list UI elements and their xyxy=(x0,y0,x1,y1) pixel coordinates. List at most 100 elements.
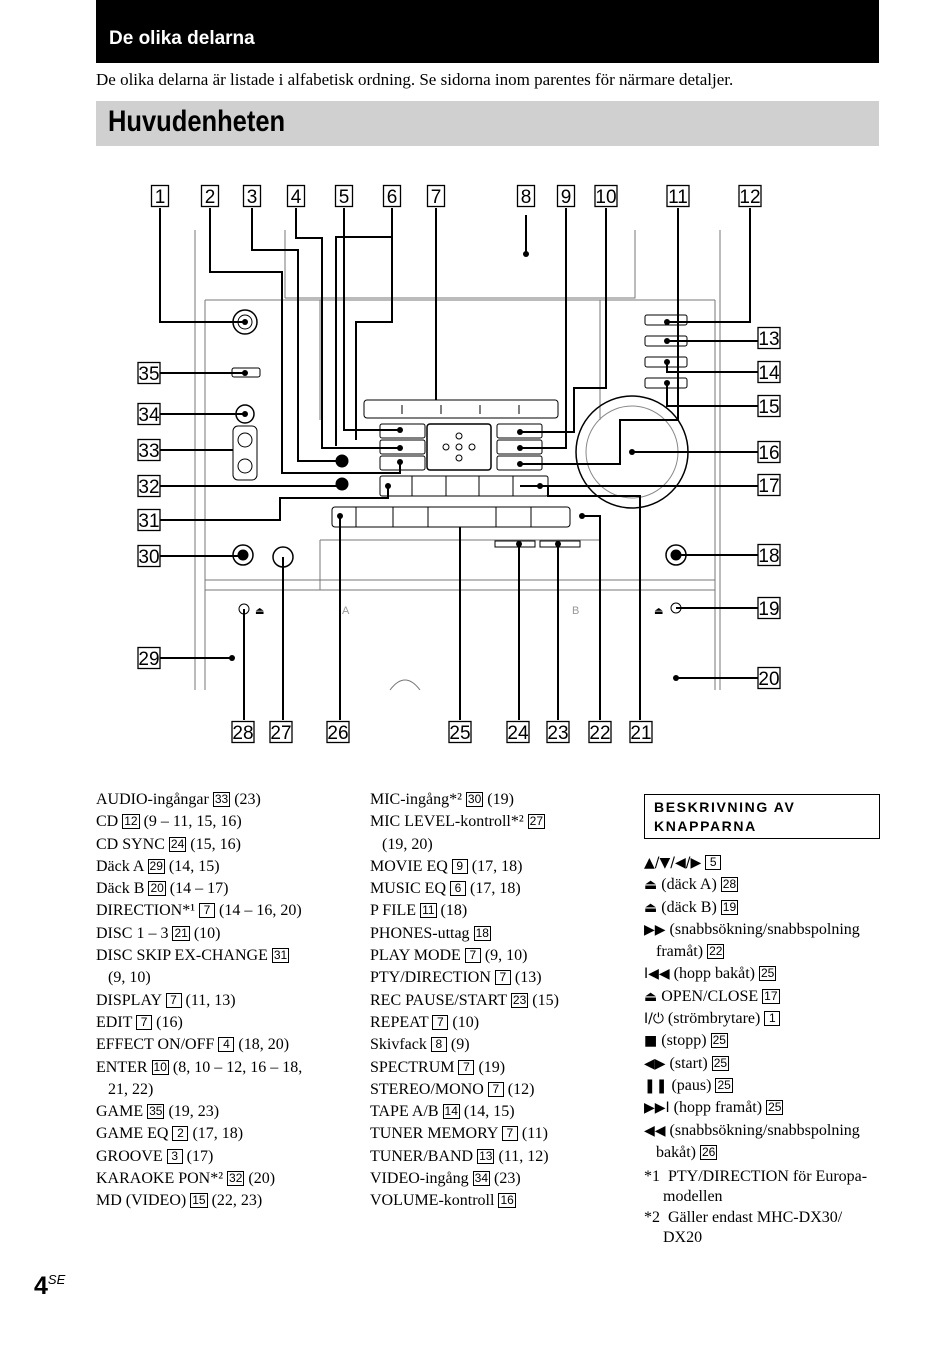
index-entry-continued: 21, 22) xyxy=(108,1080,154,1098)
svg-text:9: 9 xyxy=(561,187,572,208)
index-entry: CD 12 (9 – 11, 15, 16) xyxy=(96,813,242,831)
button-entry: ⏏ (däck B) 19 xyxy=(644,898,739,916)
svg-text:20: 20 xyxy=(758,669,779,690)
index-entry: Däck B 20 (14 – 17) xyxy=(96,880,229,898)
callout-17: 17 xyxy=(757,473,781,497)
index-entry: ENTER 10 (8, 10 – 12, 16 – 18, xyxy=(96,1058,303,1076)
index-entry: SPECTRUM 7 (19) xyxy=(370,1058,506,1076)
callout-10: 10 xyxy=(594,184,618,208)
button-symbol-icon: ▲/▼/◀/▶ xyxy=(644,855,702,871)
callout-27: 27 xyxy=(269,720,293,744)
callout-13: 13 xyxy=(757,326,781,350)
index-entry: TAPE A/B 14 (14, 15) xyxy=(370,1103,515,1121)
svg-text:23: 23 xyxy=(547,723,568,744)
deck-b-label: B xyxy=(572,605,579,617)
button-entry: ❚❚ (paus) 25 xyxy=(644,1076,733,1094)
svg-text:8: 8 xyxy=(521,187,532,208)
svg-text:21: 21 xyxy=(630,723,651,744)
subsection-title: Huvudenheten xyxy=(108,105,286,138)
svg-text:30: 30 xyxy=(138,547,159,568)
callout-4: 4 xyxy=(286,184,306,208)
callout-11: 11 xyxy=(666,184,690,208)
button-symbol-icon: ❚❚ xyxy=(644,1077,668,1094)
index-entry-continued: (19, 20) xyxy=(382,835,433,853)
svg-text:⏏: ⏏ xyxy=(255,606,264,617)
index-entry: TUNER MEMORY 7 (11) xyxy=(370,1125,548,1143)
button-entry-continued: framåt) 22 xyxy=(656,943,725,961)
callout-5: 5 xyxy=(334,184,354,208)
button-entry: I/⏻ (strömbrytare) 1 xyxy=(644,1008,884,1030)
index-entry: GAME EQ 2 (17, 18) xyxy=(96,1125,244,1143)
callout-16: 16 xyxy=(757,440,781,464)
callout-29: 29 xyxy=(137,646,161,670)
button-entry: ▶▶I (hopp framåt) 25 xyxy=(644,1099,784,1117)
callout-23: 23 xyxy=(546,720,570,744)
button-entry: ◀◀ (snabbsökning/snabbspolning xyxy=(644,1121,860,1139)
svg-text:11: 11 xyxy=(668,187,688,208)
button-entry: ▶▶ (snabbsökning/snabbspolning xyxy=(644,920,860,938)
index-entry: GAME 35 (19, 23) xyxy=(96,1103,220,1121)
svg-text:24: 24 xyxy=(507,723,529,744)
callout-20: 20 xyxy=(757,666,781,690)
svg-text:22: 22 xyxy=(589,723,610,744)
svg-text:2: 2 xyxy=(205,187,216,208)
svg-text:19: 19 xyxy=(758,599,779,620)
svg-text:15: 15 xyxy=(758,397,779,418)
buttons-box: BESKRIVNING AV KNAPPARNA xyxy=(644,794,880,839)
intro-text: De olika delarna är listade i alfabetisk… xyxy=(96,70,734,89)
callout-21: 21 xyxy=(629,720,653,744)
button-symbol-icon: I/⏻ xyxy=(644,1011,664,1028)
button-entry: ⏏ (däck A) 28 xyxy=(644,876,739,894)
svg-text:3: 3 xyxy=(247,187,258,208)
button-symbol-icon: ■ xyxy=(644,1033,658,1050)
buttons-box-title: BESKRIVNING AV KNAPPARNA xyxy=(654,799,796,834)
index-entry: MOVIE EQ 9 (17, 18) xyxy=(370,857,523,875)
button-symbol-icon: ⏏ xyxy=(644,877,658,894)
svg-text:6: 6 xyxy=(387,187,398,208)
index-entry: REC PAUSE/START 23 (15) xyxy=(370,991,559,1009)
svg-text:18: 18 xyxy=(758,546,779,567)
index-entry: AUDIO-ingångar 33 (23) xyxy=(96,791,261,808)
svg-text:28: 28 xyxy=(232,723,253,744)
button-symbol-icon: I◀◀ xyxy=(644,966,670,983)
svg-text:⏏: ⏏ xyxy=(654,606,663,617)
index-entry: EDIT 7 (16) xyxy=(96,1013,183,1031)
index-entry: STEREO/MONO 7 (12) xyxy=(370,1080,535,1098)
footnote-2: *2 Gäller endast MHC-DX30/ DX20 xyxy=(644,1209,843,1246)
svg-text:31: 31 xyxy=(138,511,159,532)
button-entry: ◀▶ (start) 25 xyxy=(644,1054,730,1072)
index-entry: KARAOKE PON*² 32 (20) xyxy=(96,1170,276,1188)
subsection-bar: Huvudenheten xyxy=(96,101,879,146)
callout-9: 9 xyxy=(556,184,576,208)
callout-22: 22 xyxy=(588,720,612,744)
index-entry: Däck A 29 (14, 15) xyxy=(96,857,220,875)
callout-14: 14 xyxy=(757,360,781,384)
button-symbol-icon: ◀▶ xyxy=(644,1055,666,1072)
index-entry: MUSIC EQ 6 (17, 18) xyxy=(370,880,521,898)
svg-text:25: 25 xyxy=(449,723,470,744)
index-entry: GROOVE 3 (17) xyxy=(96,1147,214,1165)
callout-28: 28 xyxy=(231,720,255,744)
svg-text:12: 12 xyxy=(739,187,760,208)
index-entry: DISPLAY 7 (11, 13) xyxy=(96,991,236,1009)
main-unit-diagram: ⏏ A B ⏏ xyxy=(137,184,781,744)
button-entry-continued: bakåt) 26 xyxy=(656,1143,718,1161)
svg-text:33: 33 xyxy=(138,441,159,462)
index-entry: EFFECT ON/OFF 4 (18, 20) xyxy=(96,1036,290,1054)
svg-text:7: 7 xyxy=(431,187,442,208)
svg-text:35: 35 xyxy=(138,364,159,385)
callout-1: 1 xyxy=(150,184,170,208)
button-entry: ▲/▼/◀/▶ 5 xyxy=(644,852,884,874)
callout-15: 15 xyxy=(757,394,781,418)
button-list: ▲/▼/◀/▶ 5 ⏏ (däck A) 28 ⏏ (däck B) 19 ▶▶ (s… xyxy=(644,852,884,1164)
button-symbol-icon: ⏏ xyxy=(644,899,658,916)
callout-32: 32 xyxy=(137,474,161,498)
button-entry: ⏏ OPEN/CLOSE 17 xyxy=(644,987,780,1005)
index-entry: REPEAT 7 (10) xyxy=(370,1013,480,1031)
index-entry: DIRECTION*¹ 7 (14 – 16, 20) xyxy=(96,902,302,920)
index-entry-continued: (9, 10) xyxy=(108,969,151,987)
callout-7: 7 xyxy=(426,184,446,208)
callout-34: 34 xyxy=(137,402,161,426)
svg-text:27: 27 xyxy=(270,723,291,744)
svg-text:4: 4 xyxy=(291,187,302,208)
